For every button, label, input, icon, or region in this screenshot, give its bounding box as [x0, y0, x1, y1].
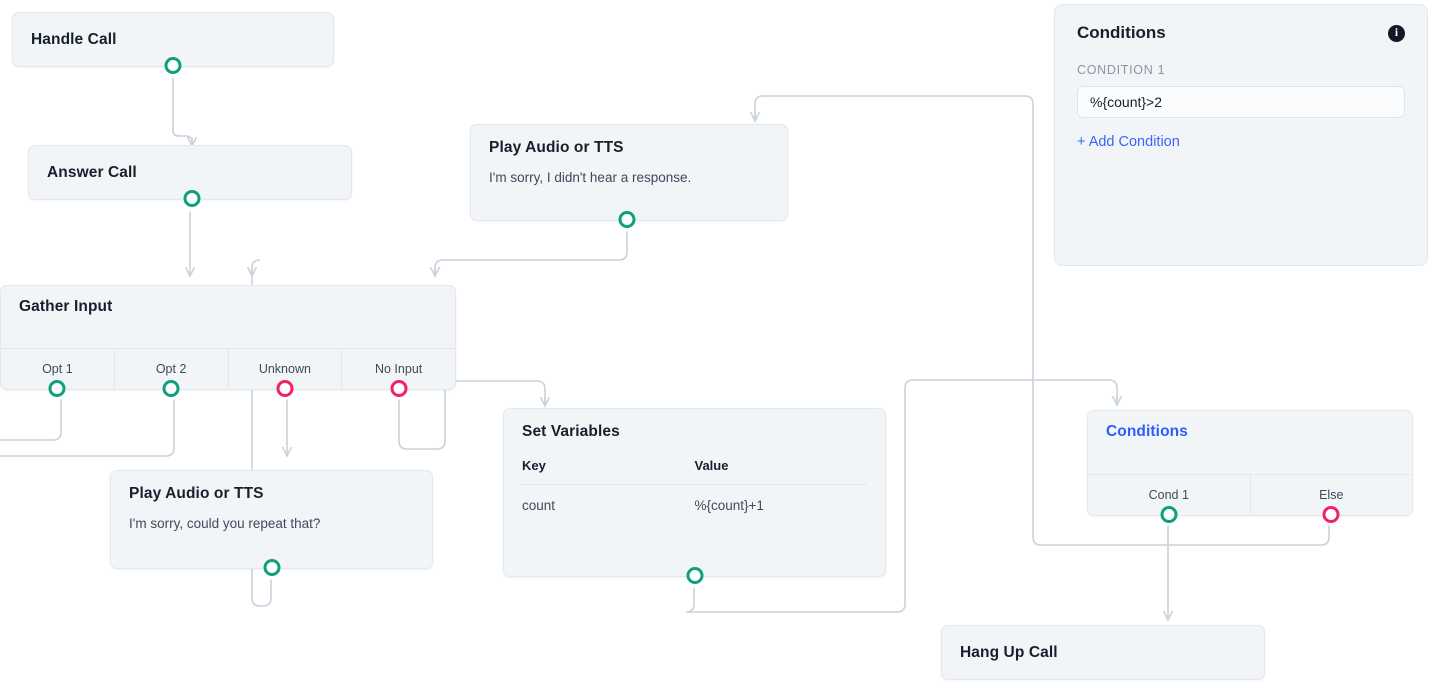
node-play-audio-no-response-title: Play Audio or TTS — [489, 139, 624, 156]
node-set-variables-title: Set Variables — [522, 423, 620, 440]
output-port-set-variables[interactable] — [686, 567, 703, 584]
node-hang-up-call-title: Hang Up Call — [960, 643, 1058, 661]
node-gather-input[interactable]: Gather Input Opt 1 Opt 2 Unknown No Inpu… — [0, 285, 456, 397]
port-cond-1-label: Cond 1 — [1148, 488, 1189, 502]
condition-1-value: %{count}>2 — [1090, 94, 1163, 110]
output-port-unknown[interactable] — [276, 380, 294, 397]
edge-opt2-exit-left — [0, 399, 175, 457]
node-gather-input-title: Gather Input — [19, 298, 113, 315]
node-play-audio-repeat-text: I'm sorry, could you repeat that? — [129, 516, 321, 531]
edge-opt1-exit-left — [0, 399, 62, 441]
port-opt-2[interactable]: Opt 2 — [115, 349, 229, 397]
output-port-no-input[interactable] — [390, 380, 408, 397]
table-divider — [522, 484, 867, 485]
info-icon[interactable]: i — [1388, 24, 1405, 42]
cell-value: %{count}+1 — [694, 498, 764, 513]
node-conditions[interactable]: Conditions Cond 1 Else — [1087, 410, 1413, 523]
port-opt-1[interactable]: Opt 1 — [1, 349, 115, 397]
table-header-row: Key Value — [522, 458, 867, 484]
output-port-opt-1[interactable] — [48, 380, 66, 397]
output-port-play-audio-repeat[interactable] — [263, 559, 280, 576]
node-answer-call[interactable]: Answer Call — [28, 145, 352, 207]
node-set-variables[interactable]: Set Variables Key Value count %{count}+1 — [503, 408, 886, 584]
table-row: count %{count}+1 — [522, 485, 867, 513]
node-play-audio-no-response[interactable]: Play Audio or TTS I'm sorry, I didn't he… — [470, 124, 788, 228]
edge-noresponse-to-gather — [434, 231, 628, 277]
port-no-input[interactable]: No Input — [342, 349, 455, 397]
output-port-handle-call[interactable] — [164, 57, 182, 74]
column-header-key: Key — [522, 458, 546, 473]
condition-1-input[interactable]: %{count}>2 — [1077, 86, 1405, 118]
conditions-ports: Cond 1 Else — [1088, 474, 1413, 523]
node-handle-call-title: Handle Call — [31, 30, 117, 48]
port-unknown-label: Unknown — [258, 362, 311, 376]
port-opt-2-label: Opt 2 — [155, 362, 187, 376]
panel-title: Conditions — [1077, 23, 1166, 42]
panel-header: Conditions i — [1055, 5, 1427, 43]
cell-key: count — [522, 498, 556, 513]
node-answer-call-title: Answer Call — [47, 163, 137, 181]
output-port-opt-2[interactable] — [162, 380, 180, 397]
column-header-value: Value — [694, 458, 729, 473]
node-hang-up-call[interactable]: Hang Up Call — [941, 625, 1265, 680]
output-port-answer-call[interactable] — [183, 190, 201, 207]
output-port-else[interactable] — [1322, 506, 1340, 523]
port-else[interactable]: Else — [1251, 475, 1413, 523]
port-else-label: Else — [1319, 488, 1344, 502]
gather-input-ports: Opt 1 Opt 2 Unknown No Input — [1, 348, 455, 397]
node-play-audio-repeat-title: Play Audio or TTS — [129, 485, 264, 502]
output-port-cond-1[interactable] — [1160, 506, 1178, 523]
node-play-audio-no-response-text: I'm sorry, I didn't hear a response. — [489, 170, 692, 185]
node-conditions-title: Conditions — [1106, 423, 1188, 440]
node-play-audio-repeat[interactable]: Play Audio or TTS I'm sorry, could you r… — [110, 470, 433, 576]
port-cond-1[interactable]: Cond 1 — [1088, 475, 1251, 523]
condition-1-label: CONDITION 1 — [1077, 63, 1166, 77]
add-condition-link[interactable]: + Add Condition — [1077, 134, 1180, 150]
node-handle-call[interactable]: Handle Call — [12, 12, 334, 74]
port-no-input-label: No Input — [374, 362, 423, 376]
port-unknown[interactable]: Unknown — [229, 349, 343, 397]
set-variables-table: Key Value count %{count}+1 — [504, 458, 885, 513]
conditions-inspector-panel: Conditions i CONDITION 1 %{count}>2 + Ad… — [1054, 4, 1428, 266]
output-port-play-audio-no-response[interactable] — [618, 211, 636, 228]
edge-handle-to-answer — [172, 78, 193, 143]
port-opt-1-label: Opt 1 — [42, 362, 73, 376]
